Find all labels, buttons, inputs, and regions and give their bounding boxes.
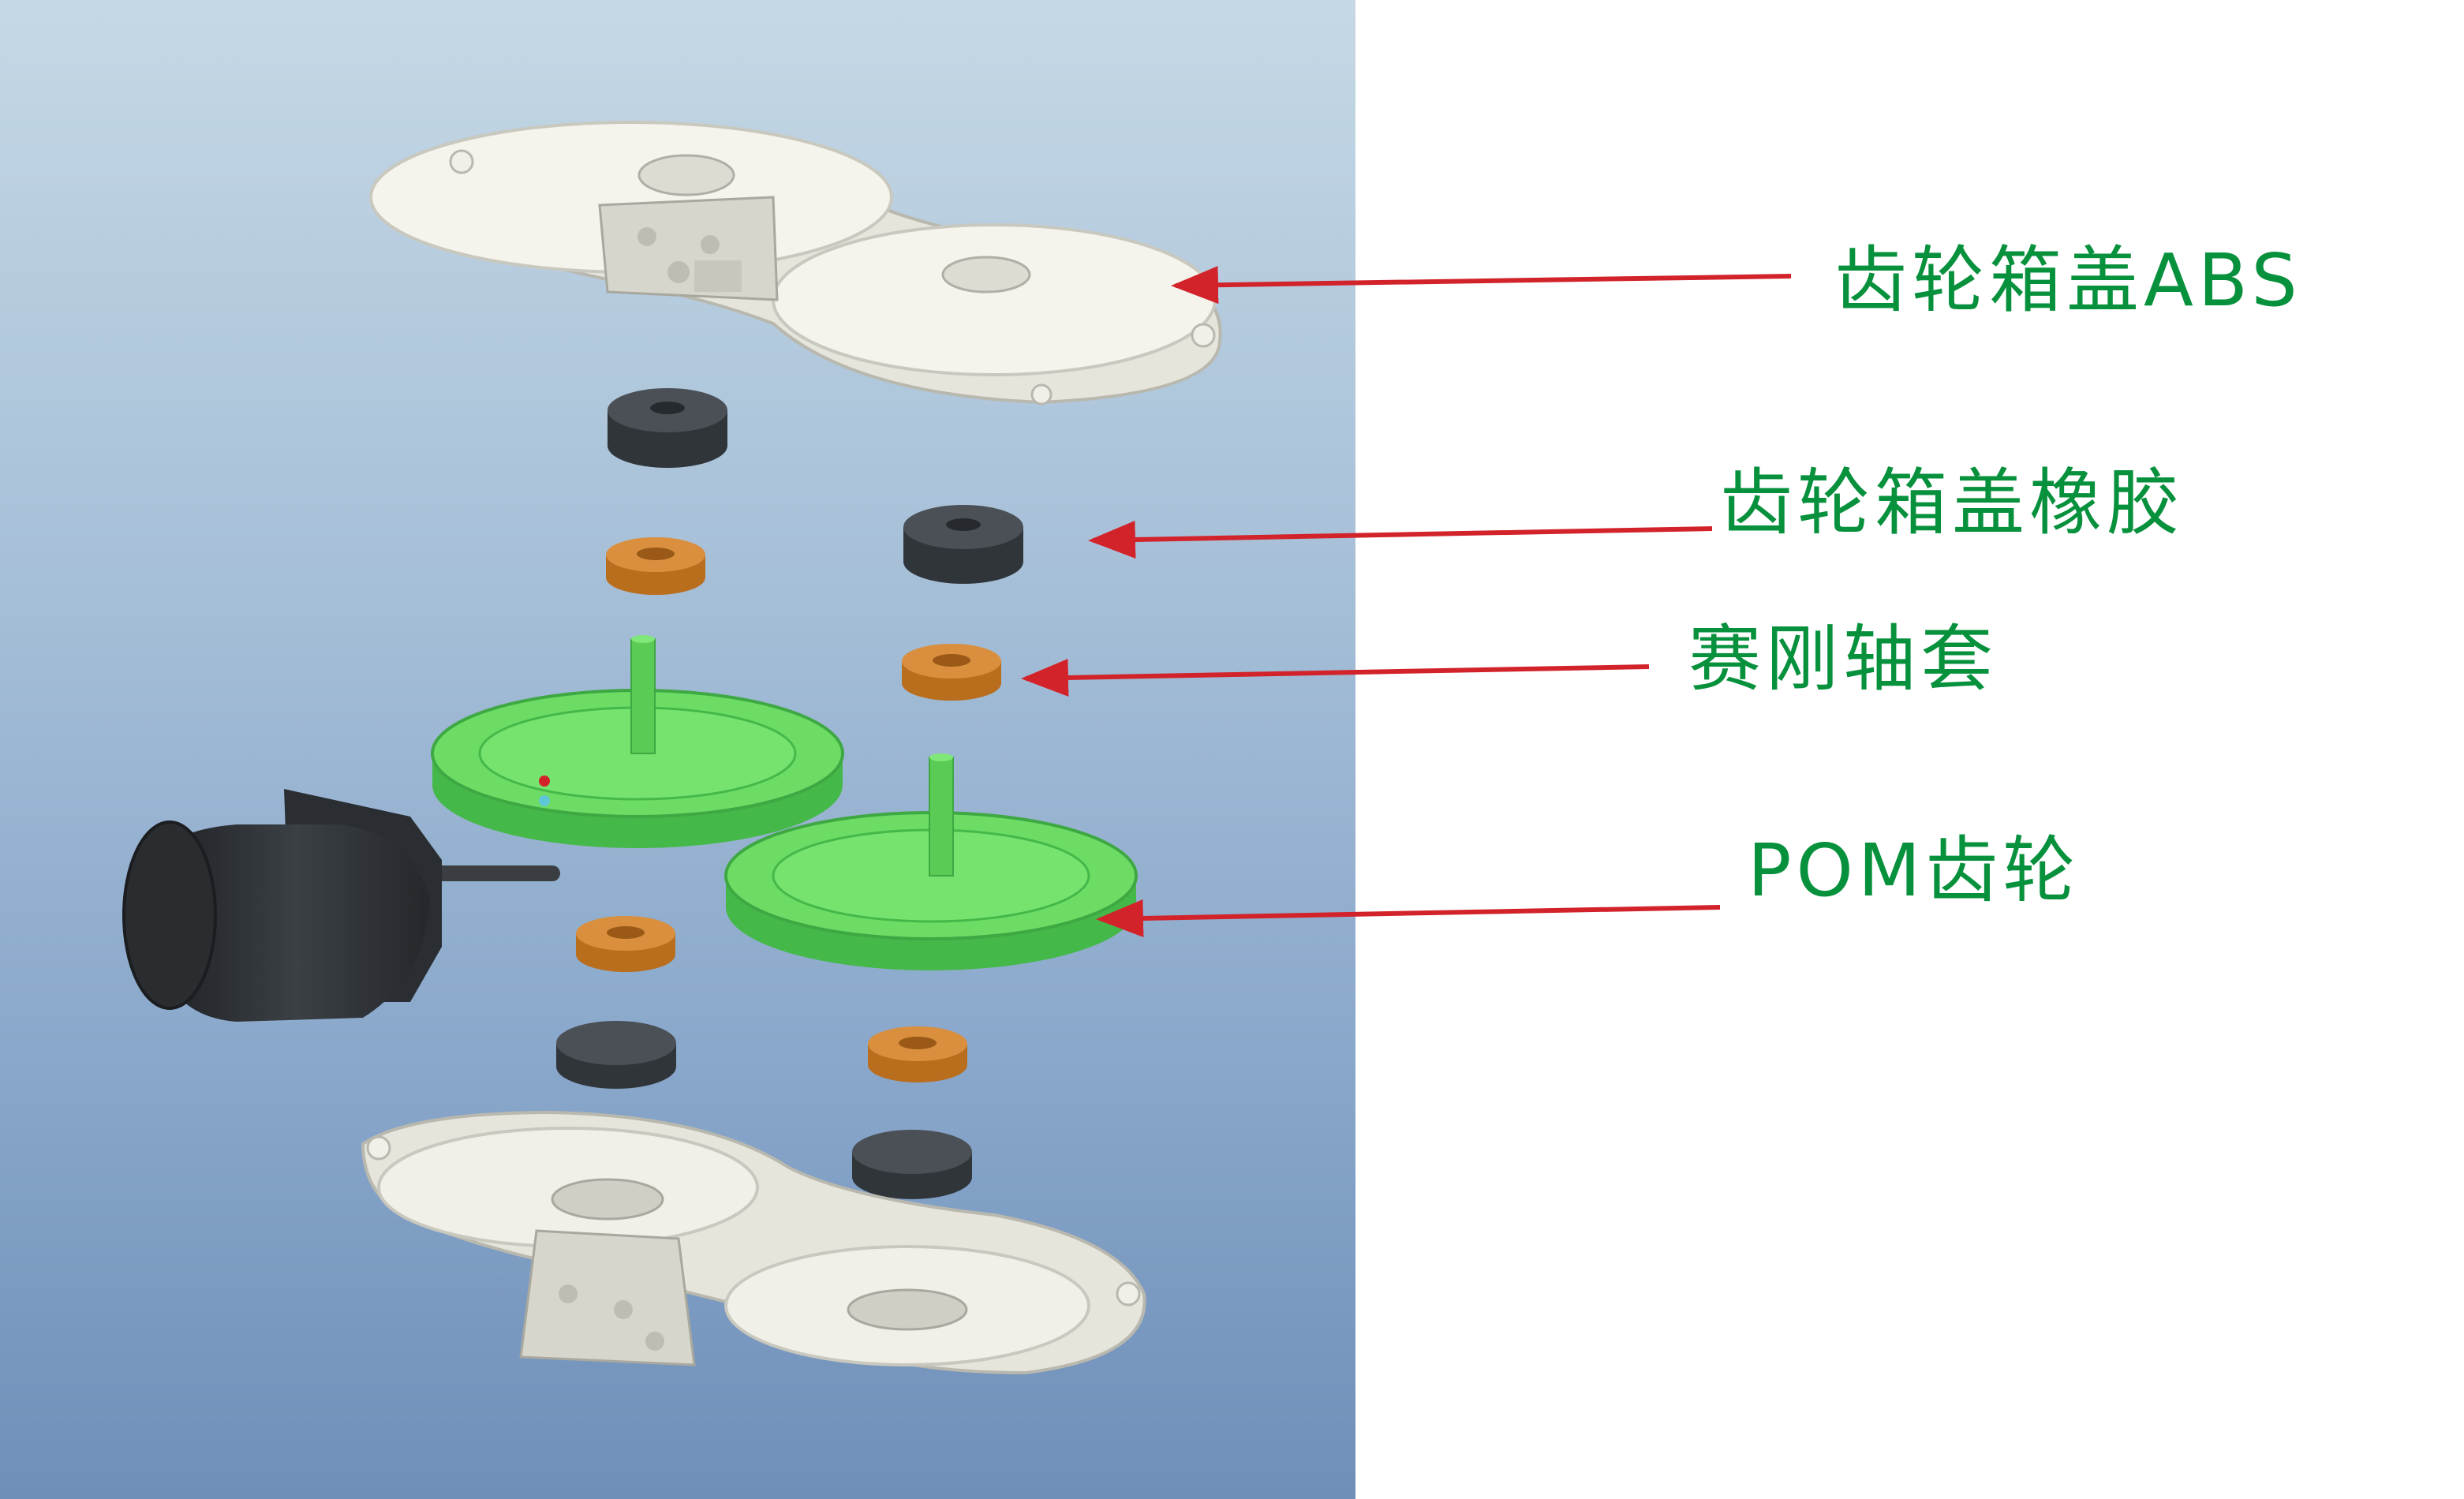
gearbox-cover-top: [369, 121, 1222, 406]
arrow-gearbox-cover-abs: [1171, 266, 1792, 305]
label-saigang-bushing: 赛刚轴套: [1688, 617, 1998, 701]
pom-gear-2: [724, 753, 1138, 970]
pom-gear-1: [431, 635, 844, 848]
bushing-3: [576, 916, 675, 972]
rubber-pad-4: [852, 1130, 972, 1199]
label-gearbox-cover-abs: 齿轮箱盖ABS: [1834, 238, 2302, 323]
bushing-4: [868, 1026, 967, 1082]
label-gearbox-cover-rubber: 齿轮箱盖橡胶: [1720, 461, 2185, 545]
bushing-2: [902, 644, 1001, 701]
bushing-1: [606, 537, 705, 595]
gearbox-housing-bottom: [361, 1110, 1146, 1375]
motor: [122, 789, 560, 1022]
rubber-pad-2: [903, 505, 1023, 584]
rubber-pad-1: [608, 388, 727, 468]
arrow-gearbox-cover-rubber: [1088, 520, 1713, 559]
rubber-pad-3: [556, 1021, 676, 1089]
label-pom-gear: POM齿轮: [1748, 828, 2081, 913]
arrow-saigang-bushing: [1021, 658, 1650, 697]
arrow-pom-gear: [1096, 899, 1721, 937]
